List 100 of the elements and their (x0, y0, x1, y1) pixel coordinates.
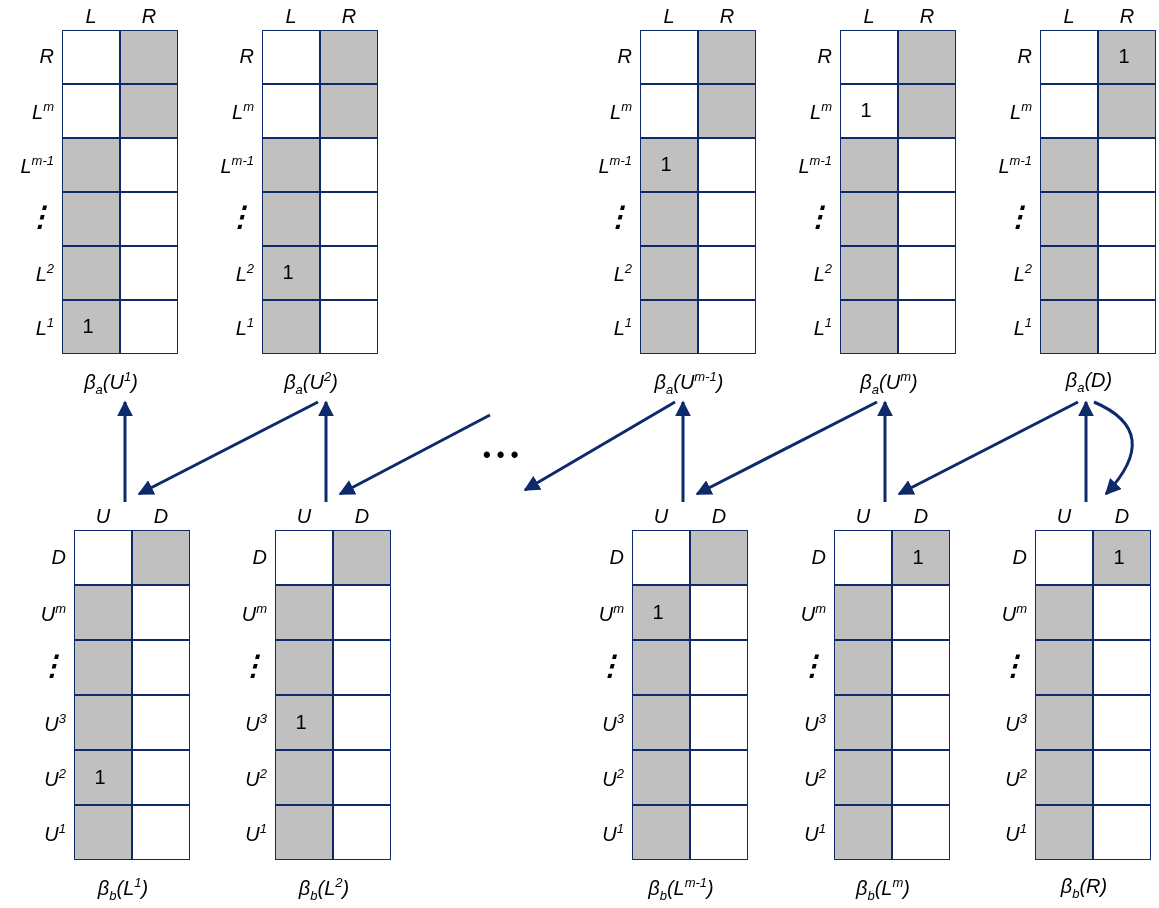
row-label: L$^{m}$ (1010, 100, 1032, 122)
row-label: L$^{m}$ (610, 100, 632, 122)
column-header: U (854, 506, 872, 526)
arrow (523, 400, 676, 492)
column-header: L (662, 6, 676, 26)
matrix-caption: β$_{a}$(U$^{2}$) (283, 370, 339, 396)
row-label: ⋮ (38, 651, 66, 680)
row-label: U$^{3}$ (44, 711, 66, 734)
row-label: ⋮ (604, 203, 632, 231)
marked-cell: 1 (1092, 529, 1151, 585)
column-header: R (1118, 6, 1136, 26)
column-header: R (718, 6, 736, 26)
row-label: L$^{2}$ (1013, 262, 1032, 284)
column-header: R (340, 6, 358, 26)
matrix-caption: β$_{a}$(D) (1064, 370, 1114, 394)
marked-cell: 1 (639, 137, 698, 192)
row-label: U$^{1}$ (804, 821, 826, 844)
column-header: D (152, 506, 170, 526)
marked-cell: 1 (891, 529, 950, 585)
marked-cell: 1 (839, 83, 898, 138)
row-label: U$^{2}$ (1005, 766, 1027, 789)
matrix-caption: β$_{b}$(L$^{m-1}$) (647, 876, 715, 902)
matrix-caption: β$_{b}$(L$^{2}$) (297, 876, 351, 902)
row-label: ⋮ (804, 203, 832, 231)
row-label: D (51, 546, 66, 567)
row-label: L$^{m-1}$ (798, 154, 832, 176)
row-label: D (811, 546, 826, 567)
arrow (1093, 400, 1134, 496)
column-header: D (912, 506, 930, 526)
row-label: L$^{m}$ (232, 100, 254, 122)
column-header: L (862, 6, 876, 26)
arrow (318, 400, 334, 502)
row-label: R (239, 46, 254, 66)
column-header: L (84, 6, 98, 26)
column-header: U (94, 506, 112, 526)
row-label: L$^{2}$ (813, 262, 832, 284)
arrow (675, 400, 691, 502)
matrix-caption: β$_{a}$(U$^{1}$) (83, 370, 139, 396)
column-header: U (295, 506, 313, 526)
row-label: R (617, 46, 632, 66)
row-label: D (1012, 546, 1027, 567)
row-label: U$^{1}$ (245, 821, 267, 844)
row-label: U$^{3}$ (804, 711, 826, 734)
matrix-caption: β$_{a}$(U$^{m-1}$) (653, 370, 725, 396)
column-header: D (710, 506, 728, 526)
row-label: L$^{m}$ (32, 100, 54, 122)
row-label: U$^{m}$ (1001, 601, 1027, 624)
column-header: R (140, 6, 158, 26)
row-label: ⋮ (798, 651, 826, 680)
row-label: L$^{1}$ (813, 316, 832, 338)
column-header: R (918, 6, 936, 26)
ellipsis-dots: • • • (483, 442, 519, 468)
arrow (695, 400, 878, 496)
row-label: U$^{2}$ (602, 766, 624, 789)
arrow (1078, 400, 1094, 502)
row-label: L$^{2}$ (35, 262, 54, 284)
column-header: U (652, 506, 670, 526)
marked-cell: 1 (1097, 29, 1156, 84)
row-label: U$^{m}$ (800, 601, 826, 624)
row-label: ⋮ (226, 203, 254, 231)
matrix-caption: β$_{a}$(U$^{m}$) (859, 370, 919, 396)
row-label: R (817, 46, 832, 66)
row-label: U$^{3}$ (245, 711, 267, 734)
row-label: ⋮ (999, 651, 1027, 680)
row-label: L$^{m-1}$ (998, 154, 1032, 176)
marked-cell: 1 (631, 584, 690, 640)
arrow (897, 400, 1079, 496)
row-label: L$^{2}$ (235, 262, 254, 284)
arrow (877, 400, 893, 502)
row-label: L$^{m-1}$ (598, 154, 632, 176)
row-label: L$^{m-1}$ (20, 154, 54, 176)
row-label: U$^{2}$ (245, 766, 267, 789)
row-label: U$^{3}$ (1005, 711, 1027, 734)
row-label: R (39, 46, 54, 66)
column-header: L (284, 6, 298, 26)
row-label: U$^{m}$ (40, 601, 66, 624)
row-label: ⋮ (239, 651, 267, 680)
arrow (117, 400, 133, 502)
row-label: U$^{3}$ (602, 711, 624, 734)
marked-cell: 1 (261, 245, 320, 300)
row-label: U$^{m}$ (241, 601, 267, 624)
marked-cell: 1 (73, 749, 132, 805)
row-label: L$^{1}$ (235, 316, 254, 338)
column-header: U (1055, 506, 1073, 526)
row-label: L$^{1}$ (35, 316, 54, 338)
row-label: L$^{1}$ (613, 316, 632, 338)
row-label: D (252, 546, 267, 567)
row-label: U$^{2}$ (44, 766, 66, 789)
row-label: U$^{1}$ (1005, 821, 1027, 844)
row-label: ⋮ (1004, 203, 1032, 231)
row-label: U$^{1}$ (44, 821, 66, 844)
row-label: U$^{1}$ (602, 821, 624, 844)
marked-cell: 1 (61, 299, 120, 354)
row-label: U$^{m}$ (598, 601, 624, 624)
matrix-caption: β$_{b}$(R) (1059, 876, 1109, 900)
row-label: D (609, 546, 624, 567)
row-label: L$^{1}$ (1013, 316, 1032, 338)
column-header: D (1113, 506, 1131, 526)
row-label: R (1017, 46, 1032, 66)
row-label: ⋮ (596, 651, 624, 680)
